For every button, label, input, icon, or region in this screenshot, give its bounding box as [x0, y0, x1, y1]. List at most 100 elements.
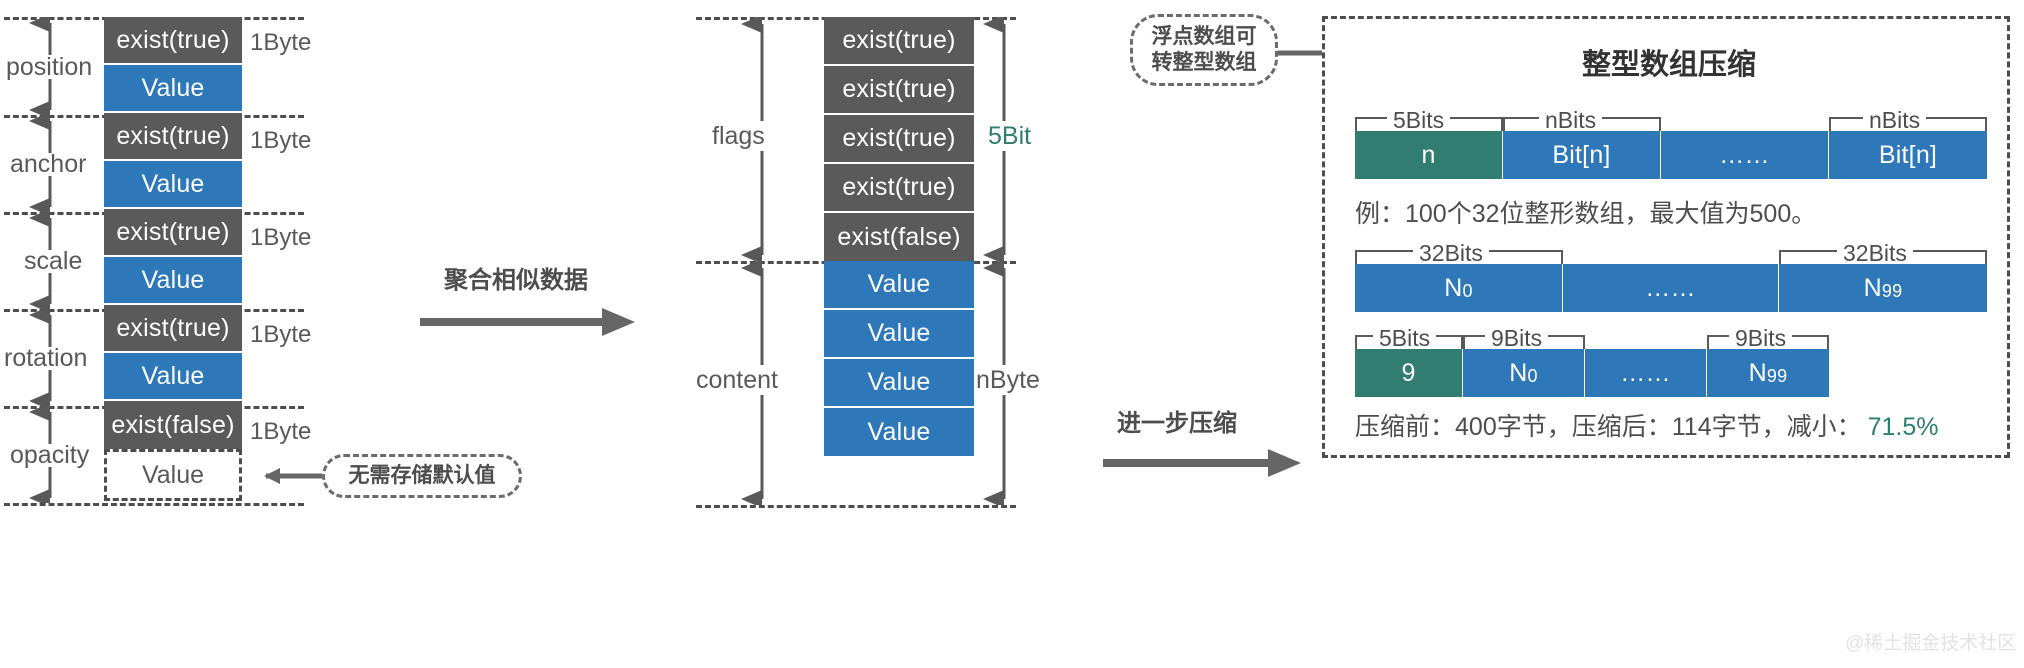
right-format-cell-ellipsis: …… — [1661, 131, 1829, 179]
bracket-label-nbits-2: nBits — [1863, 107, 1927, 134]
right-before-cell-ellipsis: …… — [1563, 264, 1779, 312]
right-panel-title: 整型数组压缩 — [1581, 49, 1756, 81]
arrow-further-compress-icon — [1103, 449, 1301, 477]
left-flag-cell: exist(true) — [104, 305, 242, 353]
left-flag-cell: exist(true) — [104, 113, 242, 161]
updown-arrow-icon — [29, 14, 52, 119]
updown-arrow-icon — [741, 259, 764, 508]
left-group-label: opacity — [10, 441, 90, 469]
right-format-cells: n Bit[n] …… Bit[n] — [1355, 131, 1987, 179]
middle-flag-cell: exist(true) — [824, 164, 974, 213]
left-group-label: anchor — [10, 150, 87, 178]
left-group-label: scale — [24, 247, 83, 275]
arrow-further-compress-label: 进一步压缩 — [1117, 410, 1237, 437]
callout-no-default-storage: 无需存储默认值 — [322, 454, 522, 498]
left-size-label: 1Byte — [250, 224, 312, 251]
right-format-cell-n: n — [1355, 131, 1503, 179]
updown-arrow-icon — [29, 112, 52, 216]
summary-reduce-label: 减小： — [1786, 413, 1862, 441]
left-value-cell: Value — [104, 257, 242, 305]
summary-before-label: 压缩前： — [1355, 413, 1456, 441]
watermark: @稀土掘金技术社区 — [1845, 633, 2017, 654]
left-default-value-cell: Value — [104, 449, 242, 501]
middle-content-size-marker: nByte — [974, 259, 1094, 508]
callout-float-to-int-line1: 浮点数组可 — [1151, 24, 1257, 48]
middle-divider-bottom — [696, 505, 1016, 508]
left-default-value-label: Value — [141, 460, 205, 489]
updown-arrow-icon — [29, 209, 52, 313]
arrow-aggregate-label: 聚合相似数据 — [444, 267, 588, 294]
arrow-aggregate-group: 聚合相似数据 — [420, 260, 670, 350]
middle-structure: flags content exist(true) exist(true) ex… — [690, 0, 1070, 668]
right-example-note: 例：100个32位整形数组，最大值为500。 — [1355, 200, 1817, 228]
left-size-label: 1Byte — [250, 418, 312, 445]
left-group-label: position — [6, 53, 93, 81]
arrow-further-compress-group: 进一步压缩 — [1103, 403, 1345, 493]
left-group-divider — [4, 503, 304, 506]
callout-float-to-int: 浮点数组可 转整型数组 — [1130, 14, 1278, 86]
right-after-cell-ellipsis: …… — [1585, 349, 1707, 397]
left-size-label: 1Byte — [250, 127, 312, 154]
updown-arrow-icon — [983, 15, 1006, 264]
middle-cell-stack: exist(true) exist(true) exist(true) exis… — [824, 17, 974, 456]
bracket-label-5bits-after: 5Bits — [1373, 325, 1437, 352]
middle-flags-label: flags — [712, 122, 765, 150]
middle-flags-size-label: 5Bit — [988, 122, 1032, 150]
bracket-label-9bits-1: 9Bits — [1485, 325, 1549, 352]
middle-content-cell: Value — [824, 261, 974, 310]
updown-arrow-icon — [29, 403, 52, 507]
left-group-anchor: anchor — [4, 112, 104, 216]
bracket-label-32bits-1: 32Bits — [1413, 240, 1489, 267]
left-flag-cell: exist(false) — [104, 401, 242, 449]
summary-before-value: 400字节， — [1455, 413, 1572, 441]
left-flag-cell: exist(true) — [104, 209, 242, 257]
middle-flag-cell: exist(true) — [824, 115, 974, 164]
left-cell-stack: exist(true) Value exist(true) Value exis… — [104, 17, 242, 449]
middle-flag-cell: exist(true) — [824, 17, 974, 66]
summary-reduce-value: 71.5% — [1867, 413, 1939, 441]
left-value-cell: Value — [104, 65, 242, 113]
left-structure: position anchor scale rotation — [0, 0, 320, 668]
arrow-aggregate-icon — [420, 308, 635, 336]
left-group-label: rotation — [4, 344, 88, 372]
middle-content-marker: content — [696, 259, 824, 508]
bracket-label-nbits-1: nBits — [1539, 107, 1603, 134]
left-value-cell: Value — [104, 161, 242, 209]
callout-float-to-int-line2: 转整型数组 — [1151, 51, 1257, 74]
left-group-opacity: opacity — [4, 403, 104, 507]
middle-flags-marker: flags — [696, 15, 824, 264]
left-group-scale: scale — [4, 209, 104, 313]
middle-flag-cell: exist(true) — [824, 66, 974, 115]
middle-content-cell: Value — [824, 310, 974, 359]
left-flag-cell: exist(true) — [104, 17, 242, 65]
bracket-label-5bits: 5Bits — [1387, 107, 1451, 134]
left-size-label: 1Byte — [250, 321, 312, 348]
middle-content-cell: Value — [824, 359, 974, 408]
middle-flag-cell: exist(false) — [824, 213, 974, 261]
middle-content-cell: Value — [824, 408, 974, 456]
left-value-cell: Value — [104, 353, 242, 401]
left-group-position: position — [4, 14, 104, 119]
right-format-cell-bitn-1: Bit[n] — [1503, 131, 1661, 179]
summary-after-value: 114字节， — [1671, 413, 1787, 441]
bracket-label-9bits-2: 9Bits — [1729, 325, 1793, 352]
summary-after-label: 压缩后： — [1571, 413, 1672, 441]
callout-no-default-storage-label: 无需存储默认值 — [348, 463, 496, 487]
updown-arrow-icon — [741, 15, 764, 264]
right-summary: 压缩前： 400字节， 压缩后： 114字节， 减小： 71.5% — [1355, 407, 1939, 443]
updown-arrow-icon — [983, 259, 1006, 508]
arrow-to-default-cell — [264, 468, 322, 484]
left-group-rotation: rotation — [4, 306, 104, 410]
right-row-format: 5Bits nBits nBits n Bit[n] …… Bit[n] — [1355, 101, 1987, 179]
middle-content-size-label: nByte — [976, 366, 1040, 394]
middle-content-label: content — [696, 366, 779, 394]
bracket-label-32bits-2: 32Bits — [1837, 240, 1913, 267]
